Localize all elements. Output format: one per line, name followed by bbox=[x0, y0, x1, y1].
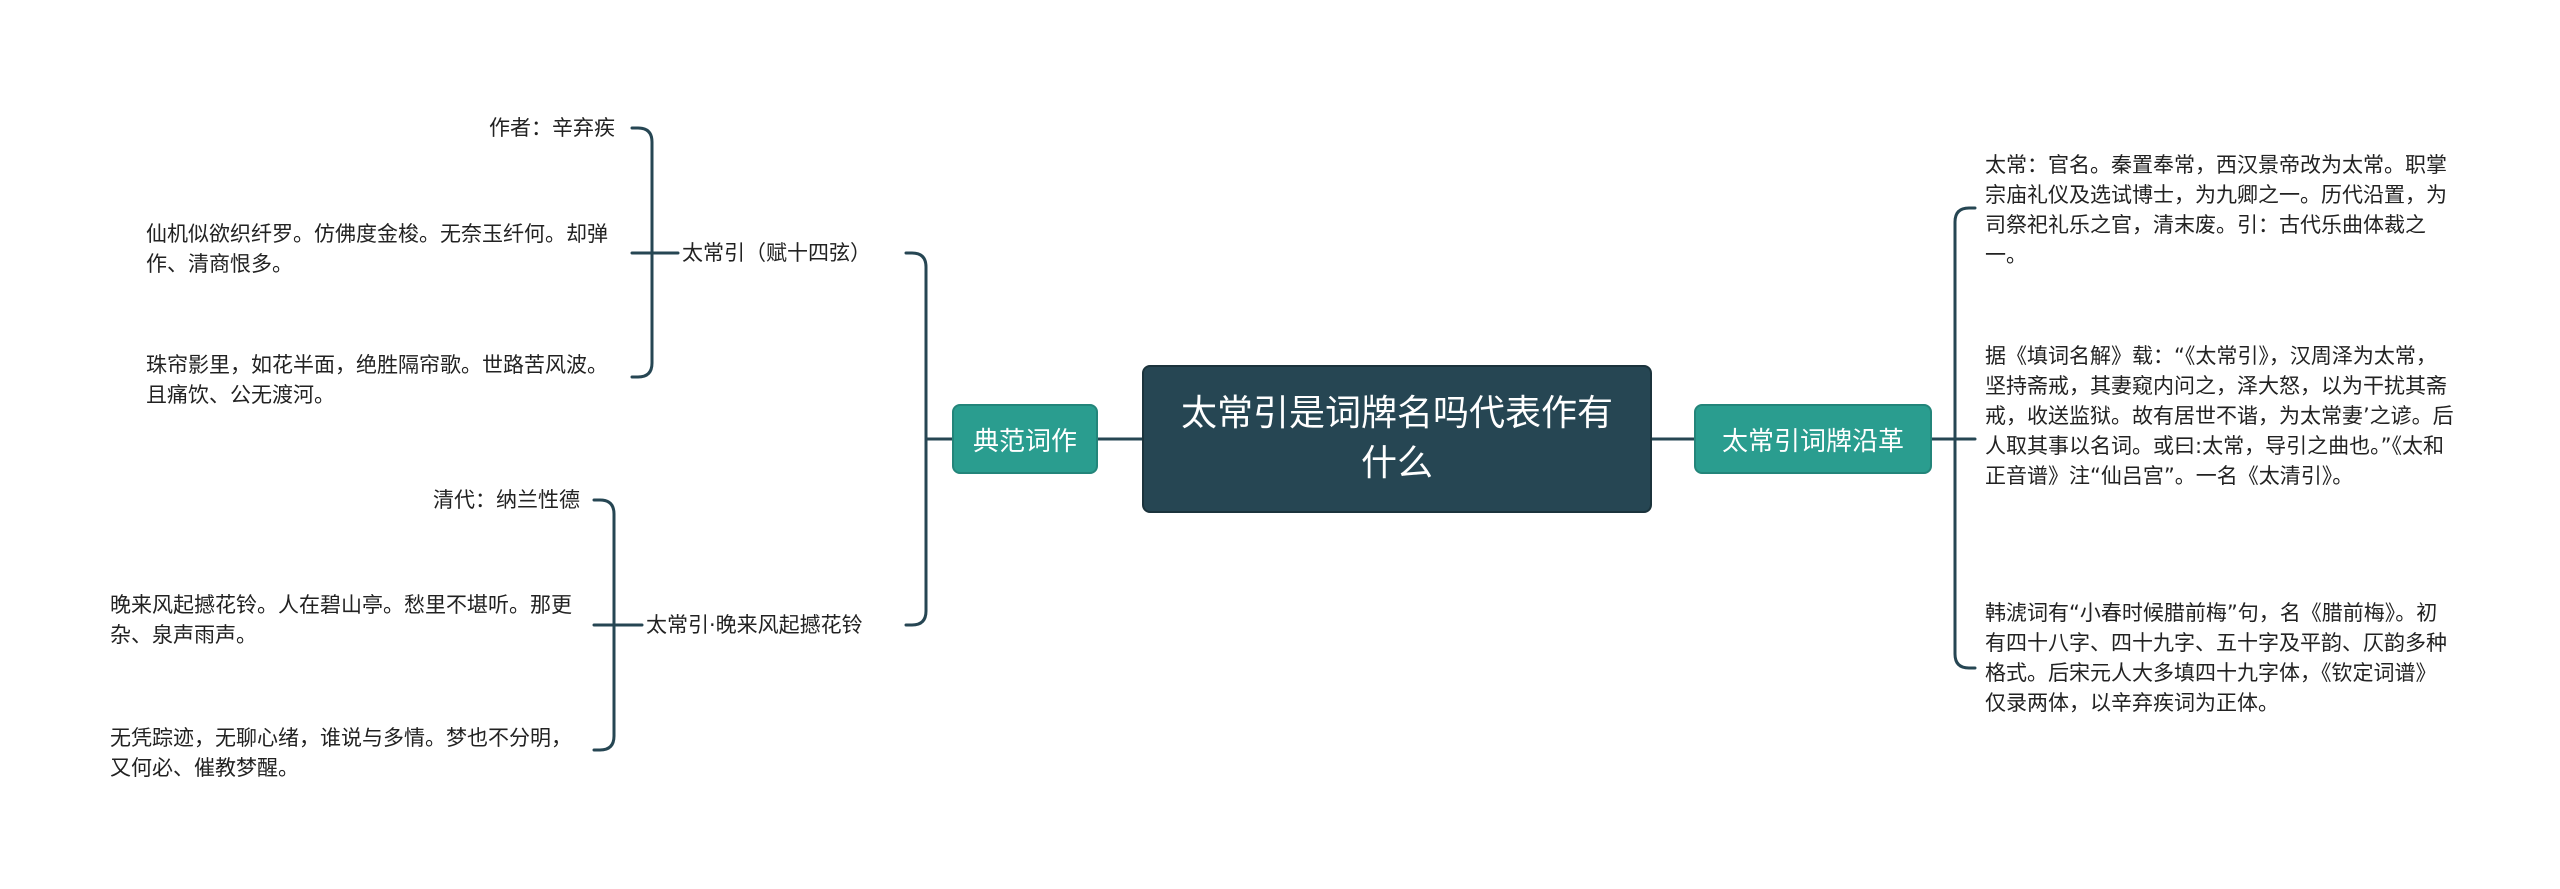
leaf-history-note[interactable]: 韩淲词有“小春时候腊前梅”句，名《腊前梅》。初有四十八字、四十九字、五十字及平韵… bbox=[1985, 601, 2447, 715]
leaf-history-note[interactable]: 据《填词名解》载：“《太常引》，汉周泽为太常，坚持斋戒，其妻窥内问之，泽大怒，以… bbox=[1985, 344, 2454, 488]
root-topic[interactable]: 太常引是词牌名吗代表作有什么 bbox=[1142, 365, 1652, 513]
leaf-poem-stanza[interactable]: 珠帘影里，如花半面，绝胜隔帘歌。世路苦风波。且痛饮、公无渡河。 bbox=[146, 353, 608, 407]
leaf-author-nalan-xingde[interactable]: 清代：纳兰性德 bbox=[433, 488, 580, 512]
leaf-poem-stanza[interactable]: 无凭踪迹，无聊心绪，谁说与多情。梦也不分明，又何必、催教梦醒。 bbox=[110, 726, 572, 780]
leaf-poem-stanza[interactable]: 仙机似欲织纤罗。仿佛度金梭。无奈玉纤何。却弹作、清商恨多。 bbox=[146, 222, 608, 276]
branch-tune-history[interactable]: 太常引词牌沿革 bbox=[1694, 404, 1932, 474]
subtopic-taichangyin-fu[interactable]: 太常引（赋十四弦） bbox=[682, 241, 871, 265]
bracket-left-subtopics bbox=[904, 251, 928, 627]
leaf-author-xin-qiji[interactable]: 作者：辛弃疾 bbox=[489, 116, 615, 140]
branch-classic-works[interactable]: 典范词作 bbox=[952, 404, 1098, 474]
leaf-poem-stanza[interactable]: 晚来风起撼花铃。人在碧山亭。愁里不堪听。那更杂、泉声雨声。 bbox=[110, 593, 572, 647]
leaf-history-note[interactable]: 太常：官名。秦置奉常，西汉景帝改为太常。职掌宗庙礼仪及选试博士，为九卿之一。历代… bbox=[1985, 153, 2447, 267]
subtopic-taichangyin-wanlai[interactable]: 太常引·晚来风起撼花铃 bbox=[646, 613, 863, 637]
